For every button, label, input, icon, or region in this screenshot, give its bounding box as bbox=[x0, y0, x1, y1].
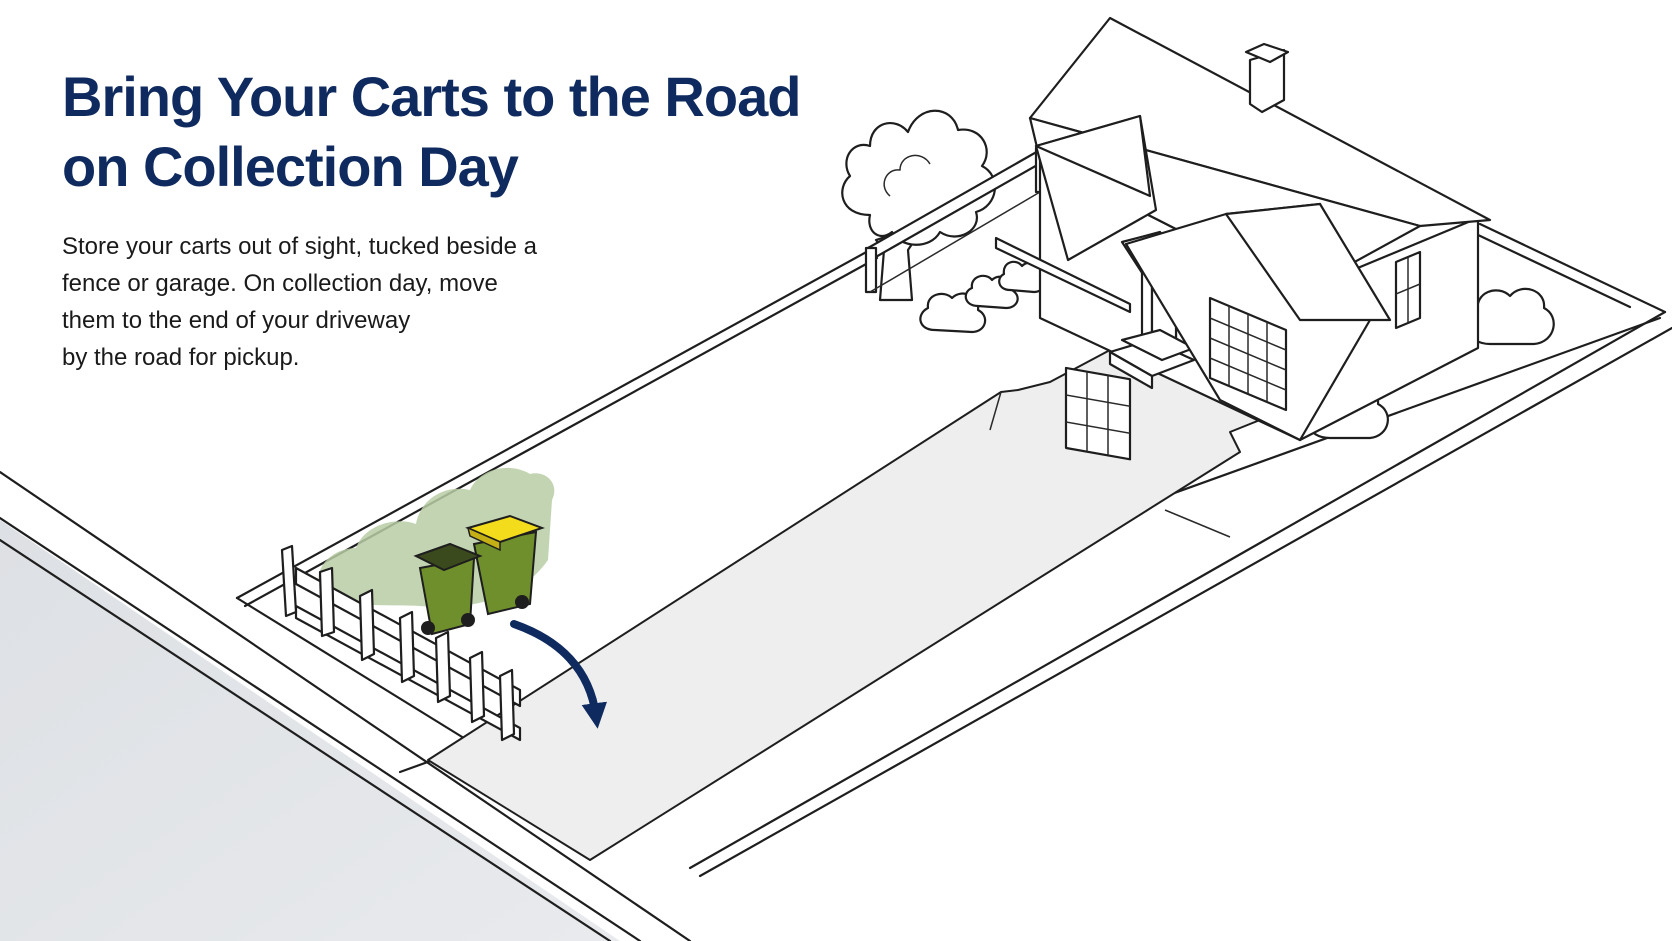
road bbox=[0, 470, 692, 941]
instructions-text: Store your carts out of sight, tucked be… bbox=[62, 228, 642, 376]
title-line-2: on Collection Day bbox=[62, 135, 519, 198]
driveway bbox=[427, 325, 1296, 861]
instructions-line-4: by the road for pickup. bbox=[62, 344, 300, 371]
instructions-line-3: them to the end of your driveway bbox=[62, 307, 411, 334]
property-lines bbox=[235, 222, 1667, 750]
title-line-1: Bring Your Carts to the Road bbox=[62, 65, 801, 128]
side-fence bbox=[280, 544, 522, 742]
trash-cart bbox=[413, 542, 483, 636]
instructions-line-2: fence or garage. On collection day, move bbox=[62, 270, 498, 297]
house bbox=[994, 16, 1492, 461]
move-carts-arrow bbox=[510, 620, 608, 729]
garage-door-grid bbox=[1209, 306, 1287, 402]
page-title: Bring Your Carts to the Road on Collecti… bbox=[62, 62, 822, 202]
recycling-cart bbox=[465, 514, 545, 616]
instructions-line-1: Store your carts out of sight, tucked be… bbox=[62, 233, 537, 260]
